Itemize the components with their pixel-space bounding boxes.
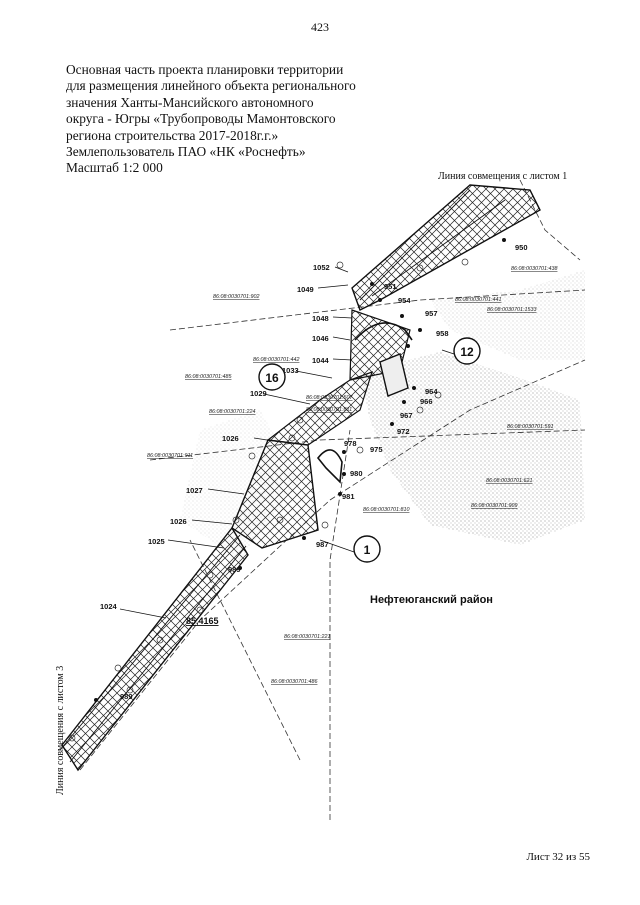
leader-lines [119, 266, 455, 619]
point-label: 1052 [313, 263, 330, 272]
point-label: 966 [420, 397, 433, 406]
cadastral-label: 86:08:0030701:507 [306, 395, 353, 401]
callout-circle-12 [453, 337, 481, 365]
cadastral-label: 86:08:0030701:591 [507, 424, 553, 430]
cadastral-label: 86:08:0030701:1533 [487, 307, 536, 313]
page-number: 423 [311, 20, 329, 34]
point-label: 964 [425, 387, 438, 396]
point-label: 958 [436, 329, 449, 338]
point-label: 1026 [222, 434, 239, 443]
point-label: 954 [398, 296, 411, 305]
cadastral-label: 86:08:0030701:810 [363, 507, 409, 513]
cadastral-label: 86:08:0030701:911 [147, 453, 193, 459]
cadastral-label: 86:08:0030701:811 [306, 407, 352, 413]
point-label: 972 [397, 427, 410, 436]
point-label: 989 [228, 565, 241, 574]
cadastral-labels: 86:08:0030701:438 86:08:0030701:441 86:0… [147, 266, 557, 685]
land-user-line: Землепользователь ПАО «НК «Роснефть» [66, 144, 306, 160]
point-label: 1027 [186, 486, 203, 495]
title-line: для размещения линейного объекта региона… [66, 78, 356, 94]
point-label: 987 [316, 540, 329, 549]
callout-label: 12 [460, 345, 474, 359]
cadastral-label: 86:08:0030701:221 [284, 634, 330, 640]
tree-symbols [68, 258, 469, 742]
document-title: Основная часть проекта планировки террит… [66, 62, 366, 177]
point-label: 1026 [170, 517, 187, 526]
scale-line: Масштаб 1:2 000 [66, 160, 163, 176]
point-label: 989 [120, 692, 133, 701]
point-label: 1049 [297, 285, 314, 294]
point-label: 1033 [282, 366, 299, 375]
title-line: значения Ханты-Мансийского автономного [66, 94, 314, 110]
callout-label: 16 [265, 371, 279, 385]
point-label: 951 [384, 282, 397, 291]
cadastral-label: 86:08:0030701:486 [271, 679, 317, 685]
cadastral-label: 86:08:0030701:909 [471, 503, 517, 509]
point-label: 950 [515, 243, 528, 252]
point-markers [94, 238, 506, 702]
district-label: Нефтеюганский район [370, 594, 493, 606]
title-line: Основная часть проекта планировки террит… [66, 62, 344, 77]
point-label: 980 [350, 469, 363, 478]
callouts: 12 16 1 [258, 337, 481, 563]
cadastral-label: 86:08:0030701:621 [486, 478, 532, 484]
point-label: 981 [342, 492, 355, 501]
point-label: 1025 [148, 537, 165, 546]
title-line: региона строительства 2017-2018г.г.» [66, 127, 279, 143]
cadastral-label: 86:08:0030701:902 [213, 294, 259, 300]
callout-circle-1 [353, 535, 381, 563]
point-label: 1044 [312, 356, 330, 365]
point-label: 1048 [312, 314, 329, 323]
point-labels: 950 951 954 957 958 964 966 967 972 975 … [100, 243, 528, 701]
point-label: 978 [344, 439, 357, 448]
point-label: 957 [425, 309, 438, 318]
sheet-number: Лист 32 из 55 [526, 851, 590, 863]
cadastral-label: 86:08:0030701:485 [185, 374, 232, 380]
cadastral-label: 86:08:0030701:224 [209, 409, 255, 415]
cadastral-label: 86:08:0030701:438 [511, 266, 557, 272]
cadastral-label: 86:08:0030701:442 [253, 357, 299, 363]
join-line-top-label: Линия совмещения с листом 1 [438, 171, 568, 182]
point-label: 975 [370, 445, 383, 454]
callout-label: 1 [364, 543, 371, 557]
point-label: 1024 [100, 602, 118, 611]
point-label: 1029 [250, 389, 267, 398]
title-line: округа - Югры «Трубопроводы Мамонтовског… [66, 111, 336, 127]
point-label: 967 [400, 411, 413, 420]
point-label: 1046 [312, 334, 329, 343]
cadastral-label: 86:08:0030701:441 [455, 297, 501, 303]
callout-circle-16 [258, 363, 286, 391]
elevation-label: 85,4165 [186, 616, 219, 626]
pipeline-corridor [59, 184, 541, 772]
